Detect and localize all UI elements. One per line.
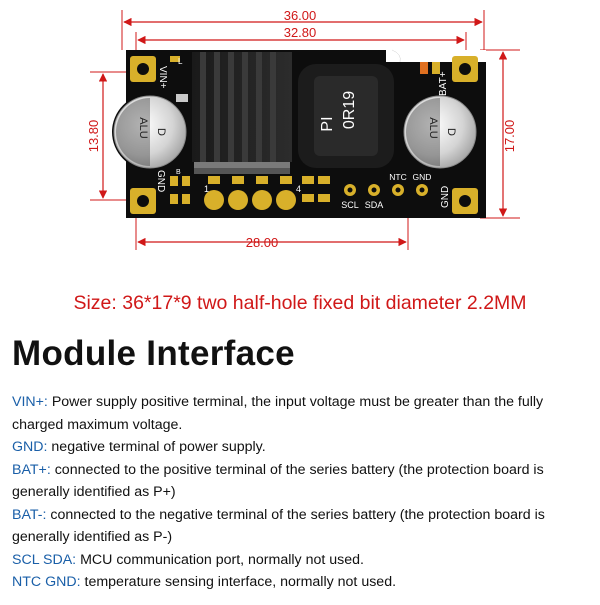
label-pad-4: 4 <box>296 184 301 194</box>
label-vin-plus: VIN+ <box>157 66 168 89</box>
interface-item-ntc-gnd: NTC GND: temperature sensing interface, … <box>12 571 592 594</box>
label-gnd-left: GND <box>155 170 166 192</box>
label-b: B <box>176 169 181 176</box>
interface-item-gnd: GND: negative terminal of power supply. <box>12 436 592 459</box>
dim-height-left: 13.80 <box>86 71 130 201</box>
label-pad-1: 1 <box>204 184 209 194</box>
term-bat-minus: BAT-: <box>12 506 47 523</box>
interface-item-bat-plus: BAT+: connected to the positive terminal… <box>12 459 592 504</box>
label-gnd-signal: GND <box>413 172 432 182</box>
interface-item-scl-sda: SCL SDA: MCU communication port, normall… <box>12 549 592 572</box>
inductor: PI 0R19 <box>298 64 394 168</box>
capacitor-left-label-2: D <box>155 128 167 136</box>
term-ntc-gnd: NTC GND: <box>12 574 81 590</box>
inductor-label-2: 0R19 <box>341 91 358 129</box>
pad-row <box>204 176 296 210</box>
smd-components <box>170 56 440 204</box>
interface-item-vin: VIN+: Power supply positive terminal, th… <box>12 391 592 436</box>
pcb-board: PI 0R19 ALU D ALU D <box>112 49 486 218</box>
dim-height-right: 17.00 <box>480 49 520 219</box>
interface-item-bat-minus: BAT-: connected to the negative terminal… <box>12 504 592 549</box>
mount-pad-top-right <box>452 56 478 82</box>
desc-vin: Power supply positive terminal, the inpu… <box>12 394 544 433</box>
dim-hole-span-label: 32.80 <box>284 25 317 40</box>
signal-pads <box>344 184 428 196</box>
term-gnd: GND: <box>12 439 48 455</box>
capacitor-right-label-1: ALU <box>427 117 439 138</box>
term-scl-sda: SCL SDA: <box>12 551 77 568</box>
mount-pad-top-left <box>130 56 156 82</box>
mount-pad-bottom-right <box>452 188 478 214</box>
label-bat-plus: BAT+ <box>438 71 449 96</box>
capacitor-right: ALU D <box>402 94 478 170</box>
dim-bottom-span-label: 28.00 <box>246 235 279 250</box>
capacitor-left: ALU D <box>112 94 188 170</box>
desc-bat-plus: connected to the positive terminal of th… <box>12 461 544 501</box>
label-scl: SCL <box>341 200 359 210</box>
dim-overall-width-label: 36.00 <box>284 8 317 23</box>
dim-height-right-label: 17.00 <box>502 120 517 153</box>
dim-height-left-label: 13.80 <box>86 120 101 153</box>
term-vin: VIN+: <box>12 394 48 410</box>
desc-ntc-gnd: temperature sensing interface, normally … <box>80 574 397 590</box>
interface-list: VIN+: Power supply positive terminal, th… <box>12 391 592 594</box>
mount-pad-bottom-left <box>130 188 156 214</box>
module-dimension-figure: 36.00 32.80 13.80 17.00 28.00 <box>86 8 520 250</box>
desc-bat-minus: connected to the negative terminal of th… <box>12 506 545 546</box>
term-bat-plus: BAT+: <box>12 461 51 478</box>
size-description: Size: 36*17*9 two half-hole fixed bit di… <box>73 292 527 314</box>
desc-gnd: negative terminal of power supply. <box>47 439 266 455</box>
capacitor-right-label-2: D <box>445 128 457 136</box>
desc-scl-sda: MCU communication port, normally not use… <box>76 551 364 568</box>
dim-bottom-span: 28.00 <box>135 216 409 250</box>
dim-overall-width: 36.00 <box>121 8 485 50</box>
label-ntc: NTC <box>389 172 406 182</box>
heatsink <box>192 52 292 168</box>
inductor-label-1: PI <box>319 116 336 131</box>
label-gnd-right: GND <box>440 186 451 208</box>
section-heading: Module Interface <box>12 334 295 373</box>
label-sda: SDA <box>365 200 384 210</box>
capacitor-left-label-1: ALU <box>137 117 149 138</box>
label-l: L <box>178 57 183 66</box>
